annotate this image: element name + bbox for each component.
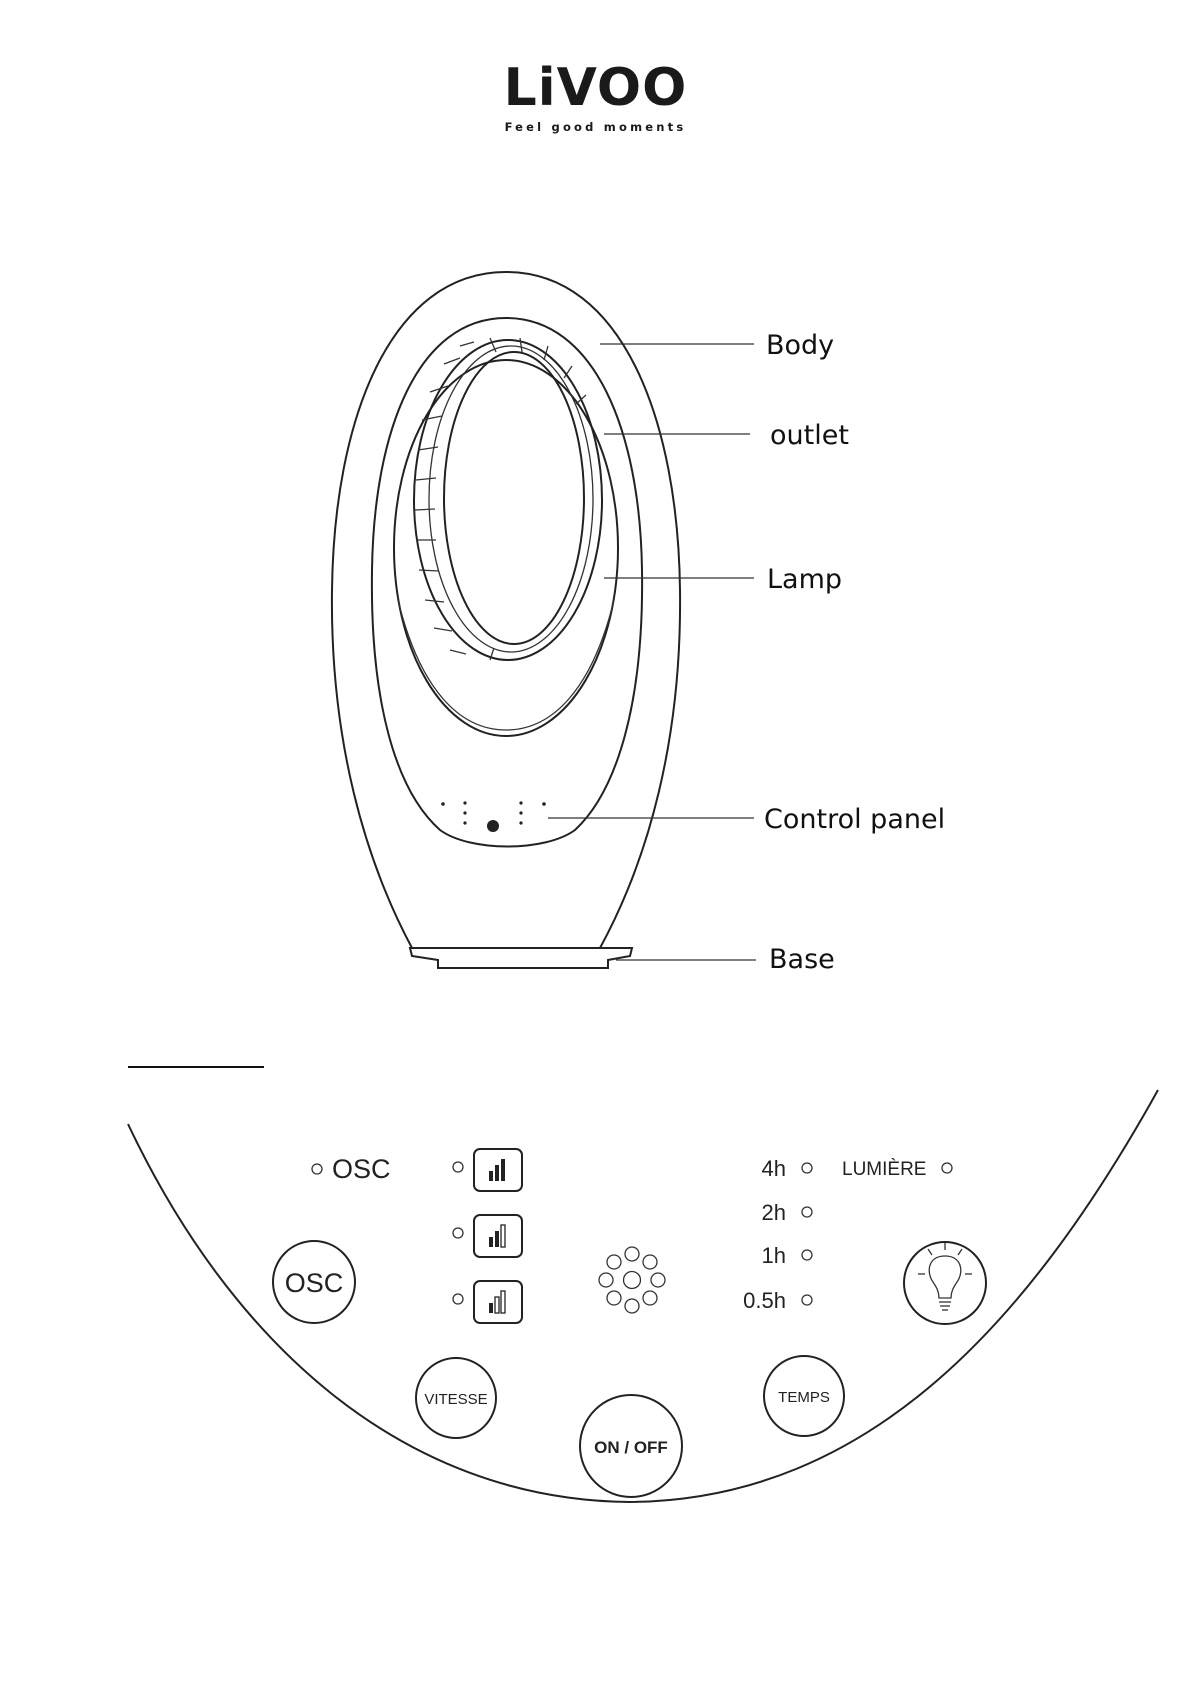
temps-button[interactable]: TEMPS: [764, 1356, 844, 1436]
timer-indicators: 4h 2h 1h 0.5h: [743, 1156, 812, 1313]
light-button[interactable]: [904, 1242, 986, 1324]
fan-control-dots: [441, 801, 546, 832]
light-bulb-icon: [918, 1243, 972, 1310]
fan-front-shell: [372, 318, 642, 847]
speed-box-low: [474, 1281, 522, 1323]
osc-button[interactable]: OSC: [273, 1241, 355, 1323]
osc-indicator-led: [312, 1164, 322, 1174]
lamp-ring-lower: [398, 600, 614, 730]
vitesse-button-label: VITESSE: [424, 1391, 487, 1408]
control-panel-illustration: OSC OSC: [128, 1090, 1158, 1502]
outlet-ring-inner: [444, 352, 584, 644]
fan-illustration: [332, 272, 756, 968]
osc-button-label: OSC: [285, 1268, 344, 1298]
section-heading-rule: [128, 1066, 264, 1068]
callout-lamp: Lamp: [767, 566, 842, 593]
timer-label-0-5h: 0.5h: [743, 1288, 786, 1313]
fan-base: [410, 948, 632, 968]
vitesse-button[interactable]: VITESSE: [416, 1358, 496, 1438]
timer-label-1h: 1h: [762, 1243, 786, 1268]
speed-led-mid: [453, 1228, 463, 1238]
osc-indicator-label: OSC: [332, 1154, 391, 1184]
timer-led-2h: [802, 1207, 812, 1217]
speed-led-high: [453, 1162, 463, 1172]
speed-led-low: [453, 1294, 463, 1304]
callout-leaders: [548, 344, 756, 960]
callout-base: Base: [769, 946, 835, 973]
timer-led-1h: [802, 1250, 812, 1260]
lumiere-indicator-label: LUMIÈRE: [842, 1159, 926, 1180]
signal-bars-icon: [489, 1225, 505, 1247]
timer-label-2h: 2h: [762, 1200, 786, 1225]
timer-led-4h: [802, 1163, 812, 1173]
lumiere-indicator-led: [942, 1163, 952, 1173]
on-off-button[interactable]: ON / OFF: [580, 1395, 682, 1497]
timer-led-0-5h: [802, 1295, 812, 1305]
timer-label-4h: 4h: [762, 1156, 786, 1181]
callout-body: Body: [766, 332, 834, 359]
callout-control-panel: Control panel: [764, 806, 945, 833]
on-off-button-label: ON / OFF: [594, 1438, 668, 1457]
dot-cluster-icon: [599, 1247, 665, 1313]
temps-button-label: TEMPS: [778, 1389, 830, 1406]
speed-indicators: [453, 1149, 522, 1323]
callout-outlet: outlet: [770, 422, 849, 449]
signal-bars-icon: [489, 1291, 505, 1313]
signal-bars-icon: [489, 1159, 505, 1181]
